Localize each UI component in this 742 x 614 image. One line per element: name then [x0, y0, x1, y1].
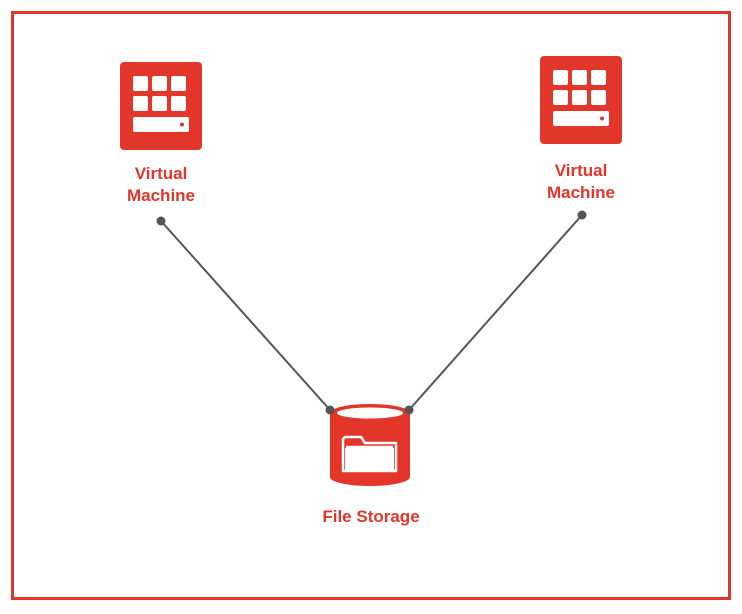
vm-left-label-line1: Virtual — [134, 164, 188, 183]
vm-left-node[interactable] — [120, 62, 202, 150]
virtual-machine-icon — [120, 62, 202, 150]
vm-left-label-line2: Machine — [126, 186, 196, 205]
edge-endpoint-vm-right — [577, 210, 587, 220]
diagram-frame — [11, 11, 731, 600]
storage-label: File Storage — [322, 507, 420, 526]
file-storage-icon — [330, 404, 410, 486]
storage-node[interactable] — [327, 403, 413, 489]
vm-left-label: Virtual Machine — [100, 163, 222, 207]
vm-right-label-line2: Machine — [546, 183, 616, 202]
vm-right-node[interactable] — [540, 56, 622, 144]
edge-endpoint-vm-left — [156, 216, 166, 226]
vm-right-label: Virtual Machine — [520, 160, 642, 204]
virtual-machine-icon — [540, 56, 622, 144]
edge-vm-right-to-storage — [408, 214, 583, 411]
vm-right-label-line1: Virtual — [554, 161, 608, 180]
edge-vm-left-to-storage — [160, 220, 331, 411]
